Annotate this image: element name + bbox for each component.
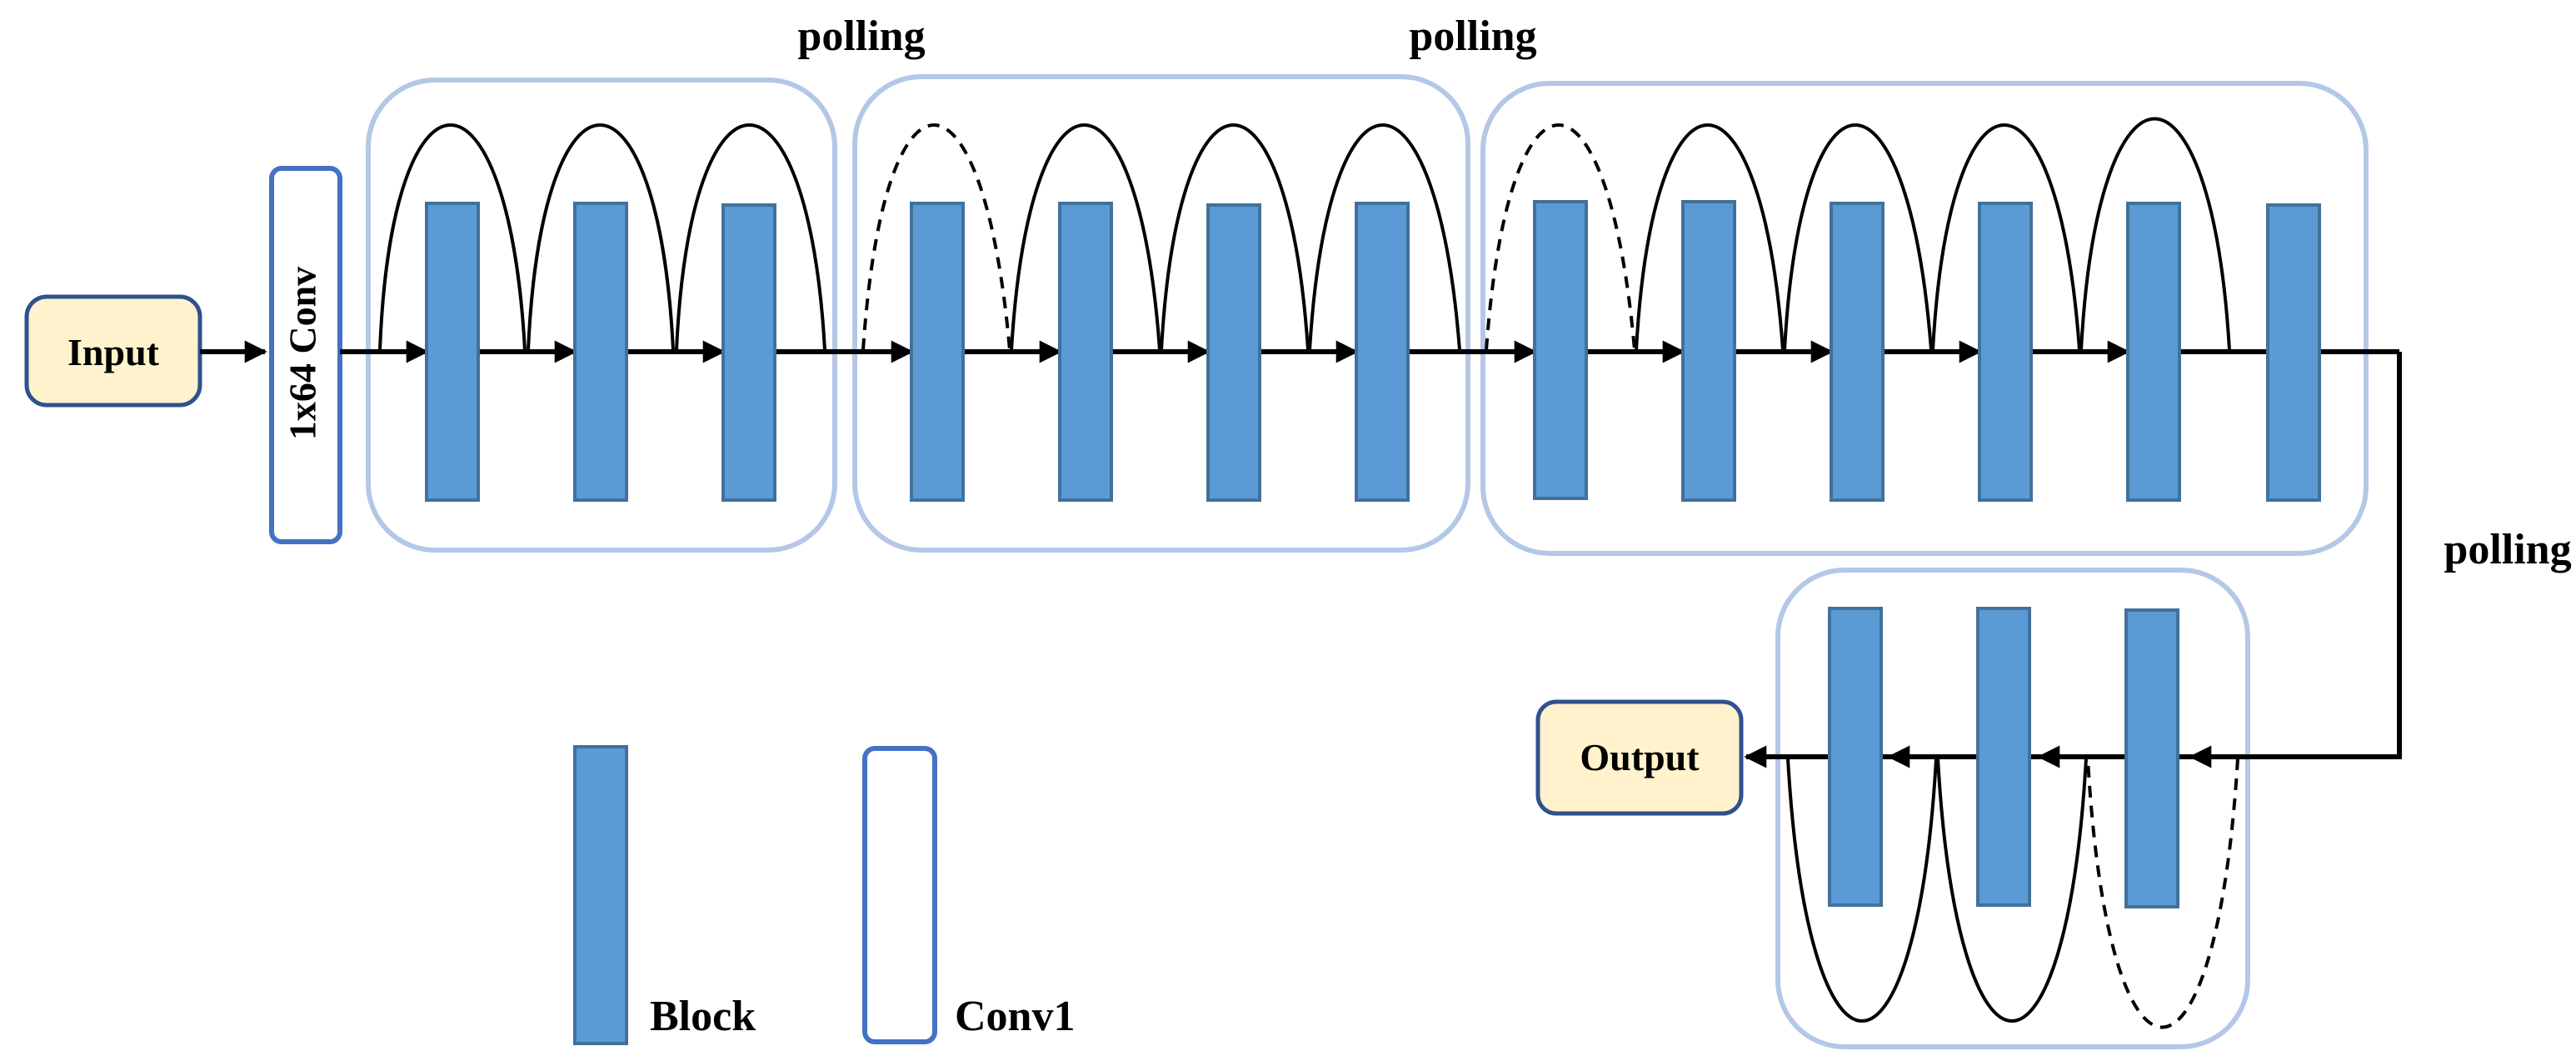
legend-block-swatch [573,745,628,1045]
blocks-top [425,200,2321,502]
stage-3-outline [1480,81,2369,556]
block [1533,200,1588,500]
legend-block-label: Block [650,993,756,1040]
block [1978,202,2033,502]
block [1206,203,1261,502]
down-connector [2189,352,2402,768]
block [2126,202,2181,502]
block [2266,203,2321,502]
stage-4-outline [1775,568,2250,1049]
blocks-bottom [1828,607,2179,908]
block [425,202,480,502]
conv-box [269,166,342,544]
block [1355,202,1410,502]
polling-label: polling [797,13,925,60]
polling-label: polling [2444,526,2571,573]
output-label: Output [1580,736,1700,778]
block [1830,202,1885,502]
output-box [1535,699,1744,816]
block [2124,608,2179,908]
block [1828,607,1883,907]
block [1058,202,1113,502]
block [910,202,965,502]
block [721,203,776,502]
block [1681,200,1736,502]
stage-2-outline [852,74,1470,553]
block [1976,607,2031,907]
conv-label: 1x64 Conv [282,267,324,440]
polling-label: polling [1409,13,1536,60]
legend-conv1-label: Conv1 [955,993,1075,1040]
stage-1-outline [366,78,837,553]
input-label: Input [67,331,160,373]
skip-connections-bottom [1786,758,2239,1029]
block [573,202,628,502]
legend-conv1-swatch [862,746,937,1044]
skip-connections-top [378,117,2231,351]
